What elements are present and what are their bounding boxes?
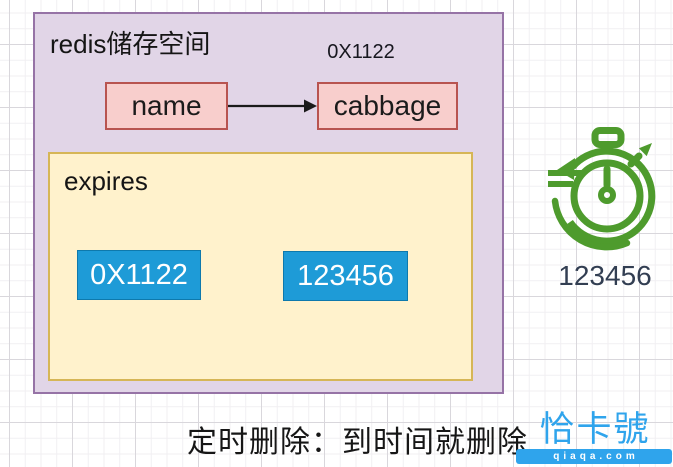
value-node-label: cabbage <box>333 90 442 121</box>
pointer-address-label: 0X1122 <box>327 41 395 63</box>
value-node: cabbage <box>317 82 458 130</box>
key-to-value-arrow <box>228 99 317 113</box>
brand-logo-text: 恰卡號 <box>539 410 651 449</box>
caption-text: 定时删除：到时间就删除 <box>187 426 528 459</box>
brand-domain-bar: qiaqa.com <box>516 449 672 464</box>
expires-entry-address: 0X1122 <box>77 250 201 300</box>
key-node-label: name <box>131 90 202 121</box>
stopwatch-icon <box>548 127 656 251</box>
expires-entry-address-label: 0X1122 <box>90 258 188 291</box>
brand-logo: 恰卡號 qiaqa.com <box>516 411 673 464</box>
expires-entry-time: 123456 <box>283 251 408 301</box>
timer-value: 123456 <box>558 260 652 291</box>
expires-entry-time-label: 123456 <box>297 259 394 292</box>
key-node: name <box>105 82 228 130</box>
brand-domain-text: qiaqa.com <box>553 450 639 462</box>
redis-storage-title: redis储存空间 <box>50 29 211 59</box>
expires-title: expires <box>64 166 148 196</box>
